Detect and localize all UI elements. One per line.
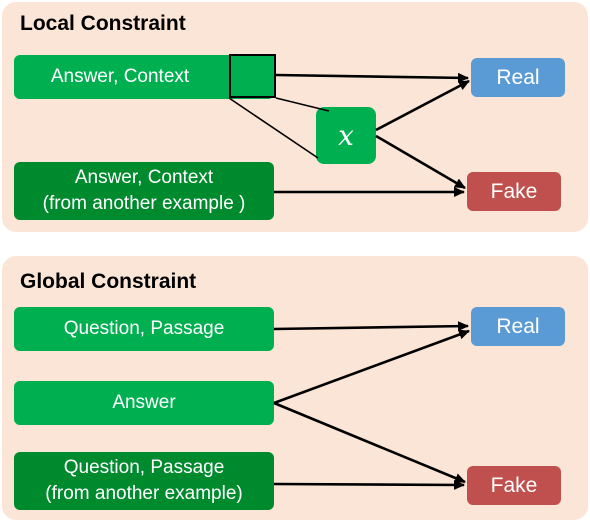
local-fake-label: Fake [490,179,538,203]
global-other-to-fake-arrow [273,479,465,490]
global-answer-label: Answer [112,392,176,413]
local-selected-square [229,54,276,98]
global-answer-to-fake-arrow [273,401,466,484]
global-question-passage-label: Question, Passage [63,318,225,339]
global-fake-label: Fake [490,473,538,497]
local-x-to-real-arrow [375,79,470,132]
global-question-passage-box: Question, Passage [14,307,274,351]
local-real-box: Real [471,58,565,97]
local-constraint-title: Local Constraint [20,12,186,35]
local-fake-box: Fake [467,172,561,211]
local-answer-context-label: Answer, Context [50,66,190,87]
local-answer-context-other-box: Answer, Context (from another example ) [14,162,274,220]
local-x-to-fake-arrow [375,134,466,190]
global-real-label: Real [496,314,540,338]
global-real-box: Real [471,307,565,346]
latent-x-symbol: x [338,119,354,152]
global-question-passage-other-line1: Question, Passage [63,457,225,478]
local-square-to-x-line-top [275,97,330,112]
global-constraint-title: Global Constraint [20,270,197,293]
global-answer-to-real-arrow [273,329,470,405]
local-square-to-x-line-bottom [228,97,319,159]
global-answer-box: Answer [14,381,274,425]
local-answer-context-other-line2: (from another example ) [42,193,246,214]
global-qp-to-real-arrow [273,321,469,332]
global-question-passage-other-line2: (from another example) [45,483,243,504]
latent-x-box: x [316,107,376,164]
local-answer-context-other-line1: Answer, Context [74,167,214,188]
local-real-label: Real [496,65,540,89]
global-fake-box: Fake [467,466,561,505]
global-question-passage-other-box: Question, Passage (from another example) [14,452,274,510]
local-square-to-real-arrow [275,72,469,83]
